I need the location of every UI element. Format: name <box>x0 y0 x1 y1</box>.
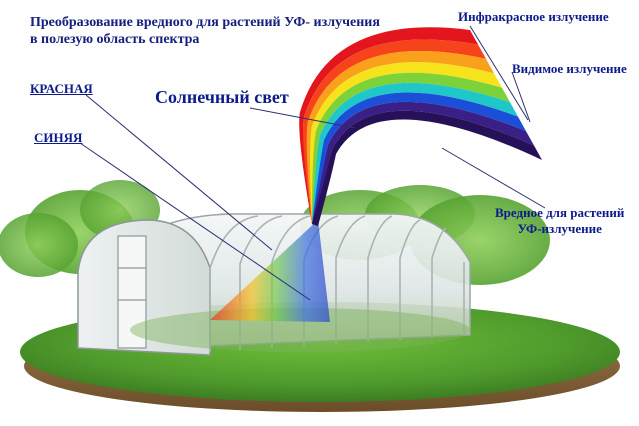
spectrum-band-4 <box>312 72 510 226</box>
spectrum-band-3 <box>310 62 502 226</box>
pointer-infrared <box>469 25 529 121</box>
diagram-title: Преобразование вредного для растений УФ-… <box>30 14 380 48</box>
label-uv-line-1: Вредное для растений <box>495 205 625 220</box>
spectrum-band-2 <box>306 51 494 226</box>
label-red: КРАСНАЯ <box>30 81 93 96</box>
label-sunlight: Солнечный свет <box>155 87 289 107</box>
title-line-2: в полезую область спектра <box>30 32 200 47</box>
label-visible: Видимое излучение <box>512 61 627 76</box>
pointer-blue <box>79 142 311 301</box>
title-line-1: Преобразование вредного для растений УФ-… <box>30 15 380 30</box>
label-infrared: Инфракрасное излучение <box>458 9 609 24</box>
pointer-visible <box>511 71 531 123</box>
label-uv-line-2: УФ-излучение <box>517 221 602 236</box>
pointer-lines <box>79 25 546 301</box>
pointer-uv <box>441 147 546 209</box>
pointer-red <box>85 94 273 251</box>
light-beam <box>210 220 330 322</box>
label-uv: Вредное для растений УФ-излучение <box>495 205 624 237</box>
label-blue: СИНЯЯ <box>34 130 83 145</box>
spectrum-rainbow <box>299 27 542 226</box>
pointer-sunlight <box>249 107 356 129</box>
